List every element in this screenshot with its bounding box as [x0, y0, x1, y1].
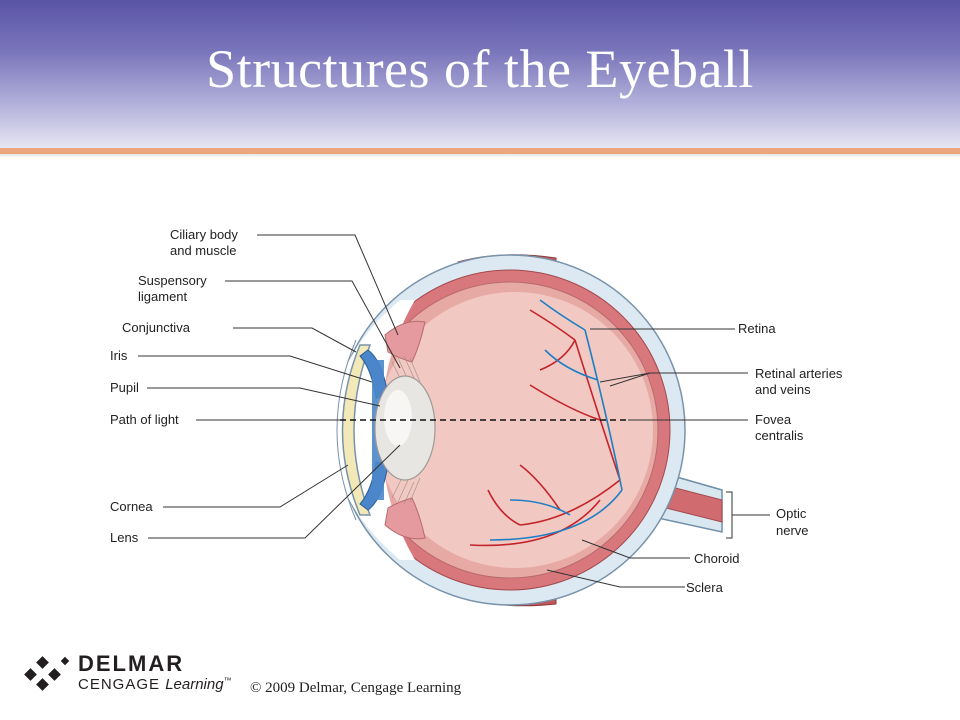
label-conjunctiva: Conjunctiva — [122, 320, 191, 335]
optic-bracket — [726, 491, 733, 539]
brand-cengage: CENGAGE — [78, 676, 161, 693]
retinal-veins — [489, 299, 623, 541]
ciliary-body-lower — [384, 497, 426, 540]
leader-cornea — [163, 464, 349, 508]
leader-suspensory — [225, 280, 401, 369]
label-path-of-light: Path of light — [110, 412, 179, 427]
copyright-text: © 2009 Delmar, Cengage Learning — [250, 680, 462, 696]
leader-choroid — [581, 539, 690, 559]
label-pupil: Pupil — [110, 380, 139, 395]
leader-retinal — [599, 372, 748, 387]
leader-conjunctiva — [233, 327, 357, 353]
suspensory-fibers — [391, 355, 421, 505]
retinal-arteries — [469, 309, 621, 547]
label-retina: Retina — [738, 321, 776, 336]
leader-sclera — [546, 569, 685, 588]
label-choroid: Choroid — [694, 551, 740, 566]
title-shadow — [0, 154, 960, 158]
cornea-shape — [341, 344, 372, 516]
vitreous-body — [377, 292, 653, 568]
brand-trademark: ™ — [223, 676, 233, 685]
label-sclera: Sclera — [686, 580, 724, 595]
label-lens: Lens — [110, 530, 139, 545]
leader-pupil — [147, 387, 381, 407]
leader-lens — [148, 444, 401, 539]
conjunctiva-line — [336, 339, 357, 521]
brand-cengage-learning: CENGAGE Learning™ — [78, 676, 233, 693]
brand-learning: Learning — [165, 676, 224, 693]
ciliary-body-upper — [384, 320, 426, 363]
leader-iris — [138, 355, 373, 383]
brand-delmar: DELMAR — [78, 651, 185, 676]
delmar-logo-icon — [24, 656, 70, 691]
slide-title: Structures of the Eyeball — [206, 39, 754, 99]
title-underline — [0, 148, 960, 154]
label-iris: Iris — [110, 348, 128, 363]
lens-highlight — [384, 390, 412, 446]
label-cornea: Cornea — [110, 499, 153, 514]
title-banner — [0, 0, 960, 150]
leader-ciliary — [257, 234, 399, 336]
